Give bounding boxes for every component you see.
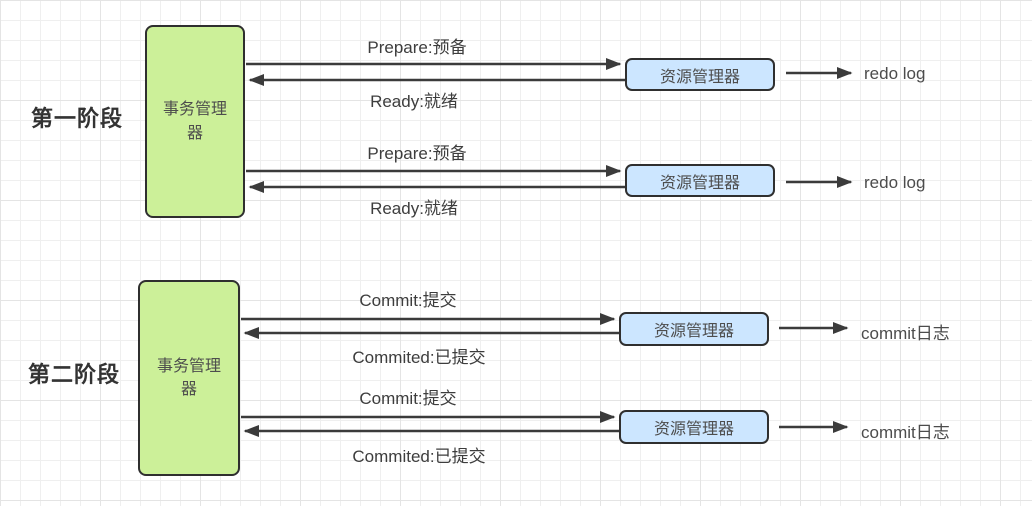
msg-prepare-1: Prepare:预备: [367, 38, 467, 57]
transaction-manager-label: 事务管理器: [162, 101, 227, 142]
phase-2-transaction-manager-box: 事务管理器: [138, 280, 240, 476]
resource-manager-box-2: 资源管理器: [625, 164, 775, 197]
phase-1-label: 第一阶段: [31, 106, 124, 131]
msg-commit-2: Commit:提交: [359, 389, 457, 408]
redo-log-label-2: redo log: [864, 173, 926, 192]
resource-manager-box-1: 资源管理器: [625, 58, 775, 91]
msg-prepare-2: Prepare:预备: [367, 144, 467, 163]
commit-log-label-1: commit日志: [861, 324, 950, 343]
transaction-manager-label: 事务管理器: [156, 357, 221, 398]
msg-ready-1: Ready:就绪: [370, 92, 458, 111]
msg-commited-1: Commited:已提交: [352, 348, 486, 367]
resource-manager-label: 资源管理器: [653, 323, 734, 340]
resource-manager-label: 资源管理器: [659, 68, 740, 86]
resource-manager-box-4: 资源管理器: [619, 410, 769, 444]
msg-commit-1: Commit:提交: [359, 291, 457, 310]
msg-commited-2: Commited:已提交: [352, 447, 486, 466]
phase-1-transaction-manager-box: 事务管理器: [145, 25, 245, 218]
resource-manager-box-3: 资源管理器: [619, 312, 769, 346]
msg-ready-2: Ready:就绪: [370, 199, 458, 218]
phase-2-label: 第二阶段: [28, 362, 121, 387]
resource-manager-label: 资源管理器: [653, 421, 734, 438]
redo-log-label-1: redo log: [864, 64, 926, 83]
commit-log-label-2: commit日志: [861, 423, 950, 442]
resource-manager-label: 资源管理器: [659, 174, 740, 192]
